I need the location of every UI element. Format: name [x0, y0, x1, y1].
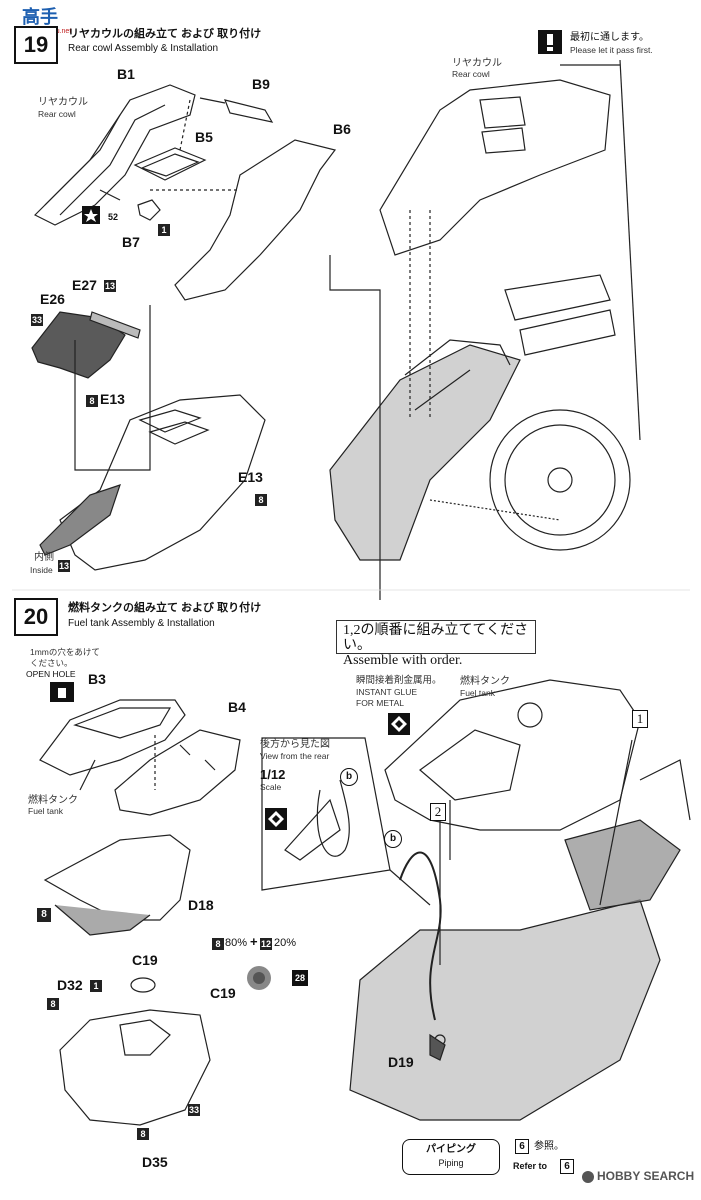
ref-jp: 参照。 [534, 1141, 564, 1152]
part-b4: B4 [228, 699, 246, 715]
step-19-title-en: Rear cowl Assembly & Installation [68, 43, 219, 54]
scale-label: Scale [260, 782, 282, 792]
part-b1: B1 [117, 66, 135, 82]
glue-en-1: INSTANT GLUE [356, 687, 418, 697]
assemble-order-en: Assemble with order. [343, 653, 463, 668]
mix-plus: + [250, 934, 258, 949]
step-20-number: 20 [14, 598, 58, 636]
assemble-order-jp: 1,2の順番に組み立ててください。 [343, 623, 529, 653]
part-d32: D32 [57, 977, 83, 993]
ref-step-6-a: 6 [515, 1139, 529, 1154]
part-e13-b: E13 [238, 469, 263, 485]
rear-cowl-jp-left: リヤカウル [38, 97, 88, 108]
paint-b7-52: 52 [107, 211, 119, 223]
mix-paint-2: 12 [260, 938, 272, 950]
paint-d32: 8 [47, 998, 59, 1010]
glue-en-2: FOR METAL [356, 698, 405, 708]
step-20-title-en: Fuel tank Assembly & Installation [68, 618, 215, 629]
part-d19: D19 [388, 1054, 414, 1070]
paint-b7-1: 1 [158, 224, 170, 236]
pass-first-icon [538, 30, 562, 54]
order-1: 1 [632, 710, 648, 728]
mix-pct-2: 20% [274, 937, 297, 949]
part-b9: B9 [252, 76, 270, 92]
glue-jp: 瞬間接着剤金属用。 [356, 675, 442, 686]
rear-cowl-en-left: Rear cowl [38, 109, 76, 119]
hobby-search-logo: HOBBY SEARCH [582, 1168, 694, 1186]
step-20-title-jp: 燃料タンクの組み立て および 取り付け [68, 602, 262, 614]
paint-c19-28: 28 [292, 970, 308, 986]
mix-paint-1: 8 [212, 938, 224, 950]
part-d35: D35 [142, 1154, 168, 1170]
open-hole-jp-2: ください。 [30, 658, 73, 668]
part-c19-top: C19 [132, 952, 158, 968]
step-19-title-jp: リヤカウルの組み立て および 取り付け [68, 28, 262, 40]
open-hole-en: OPEN HOLE [26, 669, 76, 679]
pass-first-jp: 最初に通します。 [570, 32, 649, 43]
paint-d32-box: 1 [90, 980, 102, 992]
paint-e27: 13 [104, 280, 116, 292]
part-b6: B6 [333, 121, 351, 137]
fuel-tank-jp-right: 燃料タンク [460, 676, 510, 687]
paint-e26: 33 [31, 314, 43, 326]
part-b3: B3 [88, 671, 106, 687]
inside-jp: 内側 [34, 552, 54, 563]
part-b7: B7 [122, 234, 140, 250]
open-hole-jp-1: 1mmの穴をあけて [30, 647, 100, 657]
site-logo-top: 高手 [22, 7, 58, 27]
inside-en: Inside [30, 565, 53, 575]
fuel-tank-en-left: Fuel tank [28, 806, 63, 816]
part-c19-mix: C19 [210, 985, 236, 1001]
part-e26: E26 [40, 291, 65, 307]
piping-en: Piping [438, 1158, 464, 1168]
paint-e13-b: 8 [255, 494, 267, 506]
refer-to-en: Refer to [513, 1161, 548, 1171]
hobby-search-logo-text: HOBBY SEARCH [597, 1169, 695, 1183]
rear-view-en: View from the rear [260, 751, 330, 761]
pass-first-en: Please let it pass first. [570, 45, 653, 55]
paint-d18: 8 [37, 908, 51, 922]
callout-b-main: b [384, 830, 402, 848]
scale-value: 1/12 [260, 767, 286, 782]
order-2: 2 [430, 803, 446, 821]
mix-pct-1: 80% [225, 937, 248, 949]
paint-inside: 13 [58, 560, 70, 572]
paint-d35: 8 [137, 1128, 149, 1140]
part-e27: E27 [72, 277, 97, 293]
rear-view-jp: 後方から見た図 [260, 739, 330, 750]
fuel-tank-jp-left: 燃料タンク [28, 795, 78, 806]
paint-e13-a: 8 [86, 395, 98, 407]
piping-jp: パイピング [426, 1144, 476, 1155]
rear-cowl-jp-right: リヤカウル [452, 58, 502, 69]
rear-cowl-en-right: Rear cowl [452, 69, 490, 79]
paint-d35-top: 33 [188, 1104, 200, 1116]
part-d18: D18 [188, 897, 214, 913]
fuel-tank-en-right: Fuel tank [460, 688, 495, 698]
piping-reference-box: パイピング Piping [402, 1139, 500, 1175]
ref-step-6-b: 6 [560, 1159, 574, 1174]
step-19-number: 19 [14, 26, 58, 64]
part-e13-a: E13 [100, 391, 125, 407]
assemble-order-note: 1,2の順番に組み立ててください。 Assemble with order. [336, 620, 536, 668]
hobby-search-logo-icon [582, 1171, 594, 1183]
callout-b-rear: b [340, 768, 358, 786]
part-b5: B5 [195, 129, 213, 145]
